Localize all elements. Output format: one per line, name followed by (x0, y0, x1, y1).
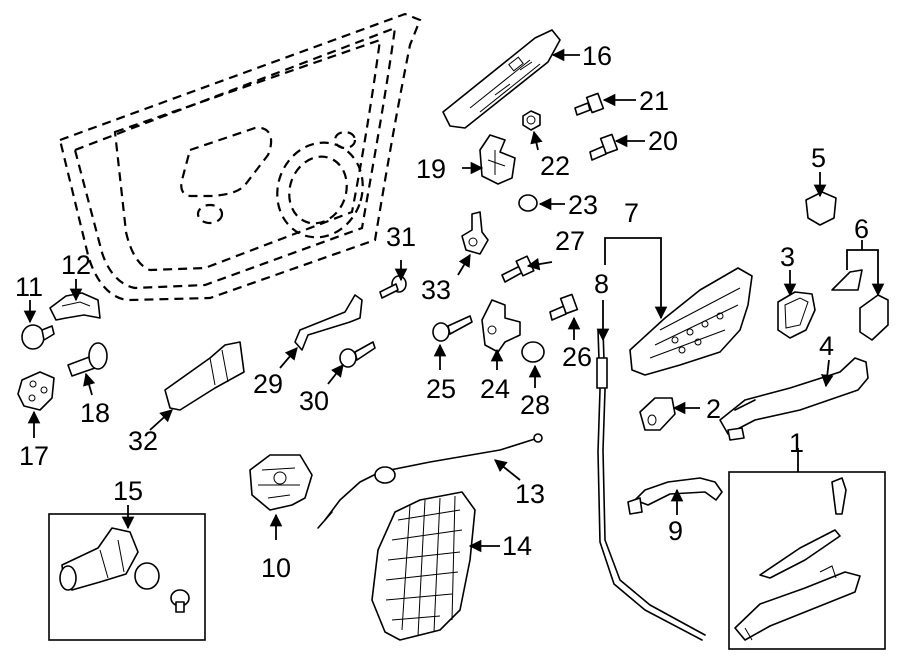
callout-2: 2 (706, 394, 721, 424)
leader-lines (23, 48, 885, 553)
part-5-sensor (805, 191, 837, 226)
callout-18: 18 (80, 398, 110, 428)
part-20-bolt (589, 133, 619, 161)
callout-33: 33 (421, 275, 451, 305)
part-25-screw (432, 315, 473, 342)
part-21-bolt (574, 92, 605, 116)
callout-27: 27 (555, 226, 585, 256)
callout-24: 24 (480, 374, 510, 404)
part-22-nut (522, 110, 541, 131)
callout-15: 15 (113, 476, 143, 506)
part-15-motor (59, 527, 190, 613)
callout-4: 4 (819, 331, 834, 361)
callout-3: 3 (780, 242, 795, 272)
part-31-screw (379, 275, 407, 299)
callout-11: 11 (15, 272, 43, 302)
callout-31: 31 (386, 222, 416, 252)
callout-7: 7 (624, 198, 639, 228)
callout-26: 26 (562, 342, 592, 372)
part-6-cover-b (859, 294, 889, 341)
callout-12: 12 (61, 250, 91, 280)
part-1-handle-kit (734, 477, 861, 641)
callout-10: 10 (261, 553, 291, 583)
callout-19: 19 (416, 154, 446, 184)
part-28-bushing (521, 341, 545, 363)
part-3-gasket (777, 291, 816, 339)
callout-23: 23 (568, 190, 598, 220)
callout-1: 1 (789, 428, 804, 458)
callout-28: 28 (520, 390, 550, 420)
part-1-box (728, 471, 886, 650)
callout-6: 6 (854, 214, 869, 244)
part-14-module-carrier (371, 491, 476, 641)
part-26-screw (549, 293, 579, 321)
part-2-cap (639, 397, 676, 431)
part-12-grommet (49, 292, 101, 321)
part-6-cover-a (831, 269, 863, 291)
part-7-handle-carrier (629, 267, 753, 376)
part-29-handle-frame (294, 294, 363, 351)
callout-labels: 1 2 3 4 5 6 7 8 9 10 11 12 13 14 15 16 1… (15, 41, 869, 583)
part-27-screw (501, 255, 535, 283)
callout-17: 17 (19, 441, 49, 471)
callout-9: 9 (668, 516, 683, 546)
callout-16: 16 (582, 41, 612, 71)
callout-25: 25 (426, 374, 456, 404)
callout-32: 32 (128, 426, 158, 456)
callout-30: 30 (299, 386, 329, 416)
callout-8: 8 (594, 269, 609, 299)
callout-29: 29 (253, 369, 283, 399)
part-15-box (48, 513, 206, 641)
part-8-rod (596, 329, 706, 641)
part-16-regulator-bracket (442, 29, 561, 129)
callout-5: 5 (811, 143, 826, 173)
part-33-stud (461, 211, 489, 255)
part-23-plug (518, 194, 538, 212)
part-17-pad (17, 371, 55, 411)
part-9-handle (627, 477, 723, 515)
part-13-cable (317, 433, 543, 529)
part-18-plug (67, 342, 108, 377)
part-32-inner-handle (164, 341, 245, 411)
callout-20: 20 (648, 126, 678, 156)
callout-14: 14 (502, 531, 532, 561)
callout-21: 21 (639, 86, 669, 116)
part-10-latch (249, 454, 313, 511)
door-shell-outline (58, 12, 422, 302)
part-19-hinge-block (479, 134, 516, 185)
callout-13: 13 (515, 479, 545, 509)
part-30-screw (339, 341, 376, 368)
callout-22: 22 (540, 151, 570, 181)
part-11-clip (21, 324, 55, 350)
part-24-bracket (481, 299, 521, 353)
